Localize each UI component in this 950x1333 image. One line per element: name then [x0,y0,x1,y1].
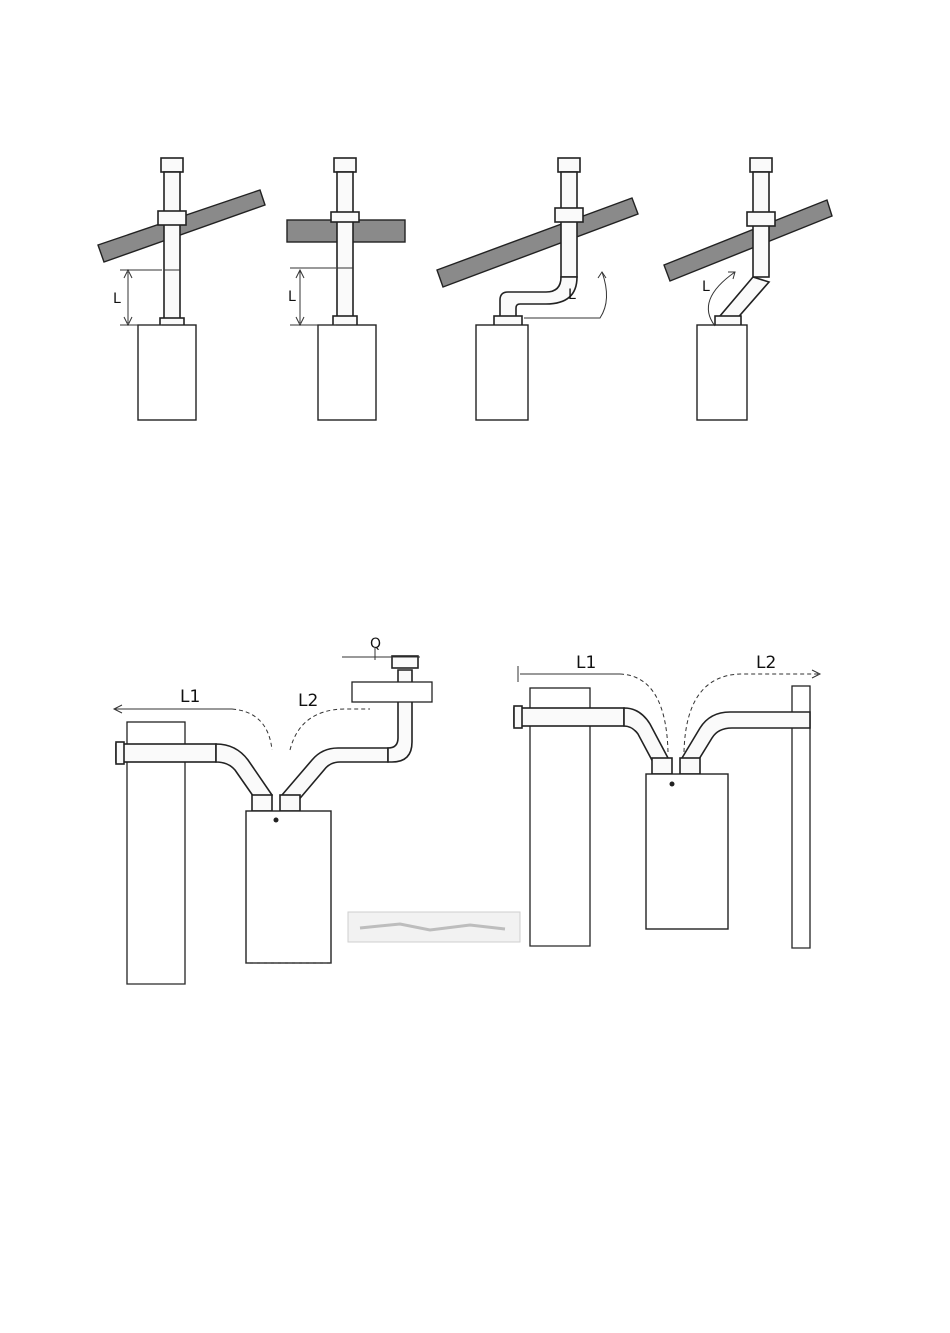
label-l1: L1 [180,687,200,707]
length-label: L [568,287,576,303]
label-l2: L2 [298,691,318,711]
diagram-offset-pitched-roof: L [437,158,638,420]
length-label: L [702,279,710,295]
diagram-vertical-flat-roof: L [287,158,405,420]
watermark-stamp [348,912,520,942]
label-l1: L1 [576,653,596,673]
label-l2: L2 [756,653,776,673]
length-label: L [288,289,296,305]
diagram-vertical-pitched-roof: L [98,158,265,420]
diagram-angled-pitched-roof: L [664,158,832,420]
svg-text:Q: Q [370,636,381,652]
diagram-split-two-walls: L1 L2 [514,653,820,948]
length-label: L [113,291,121,307]
